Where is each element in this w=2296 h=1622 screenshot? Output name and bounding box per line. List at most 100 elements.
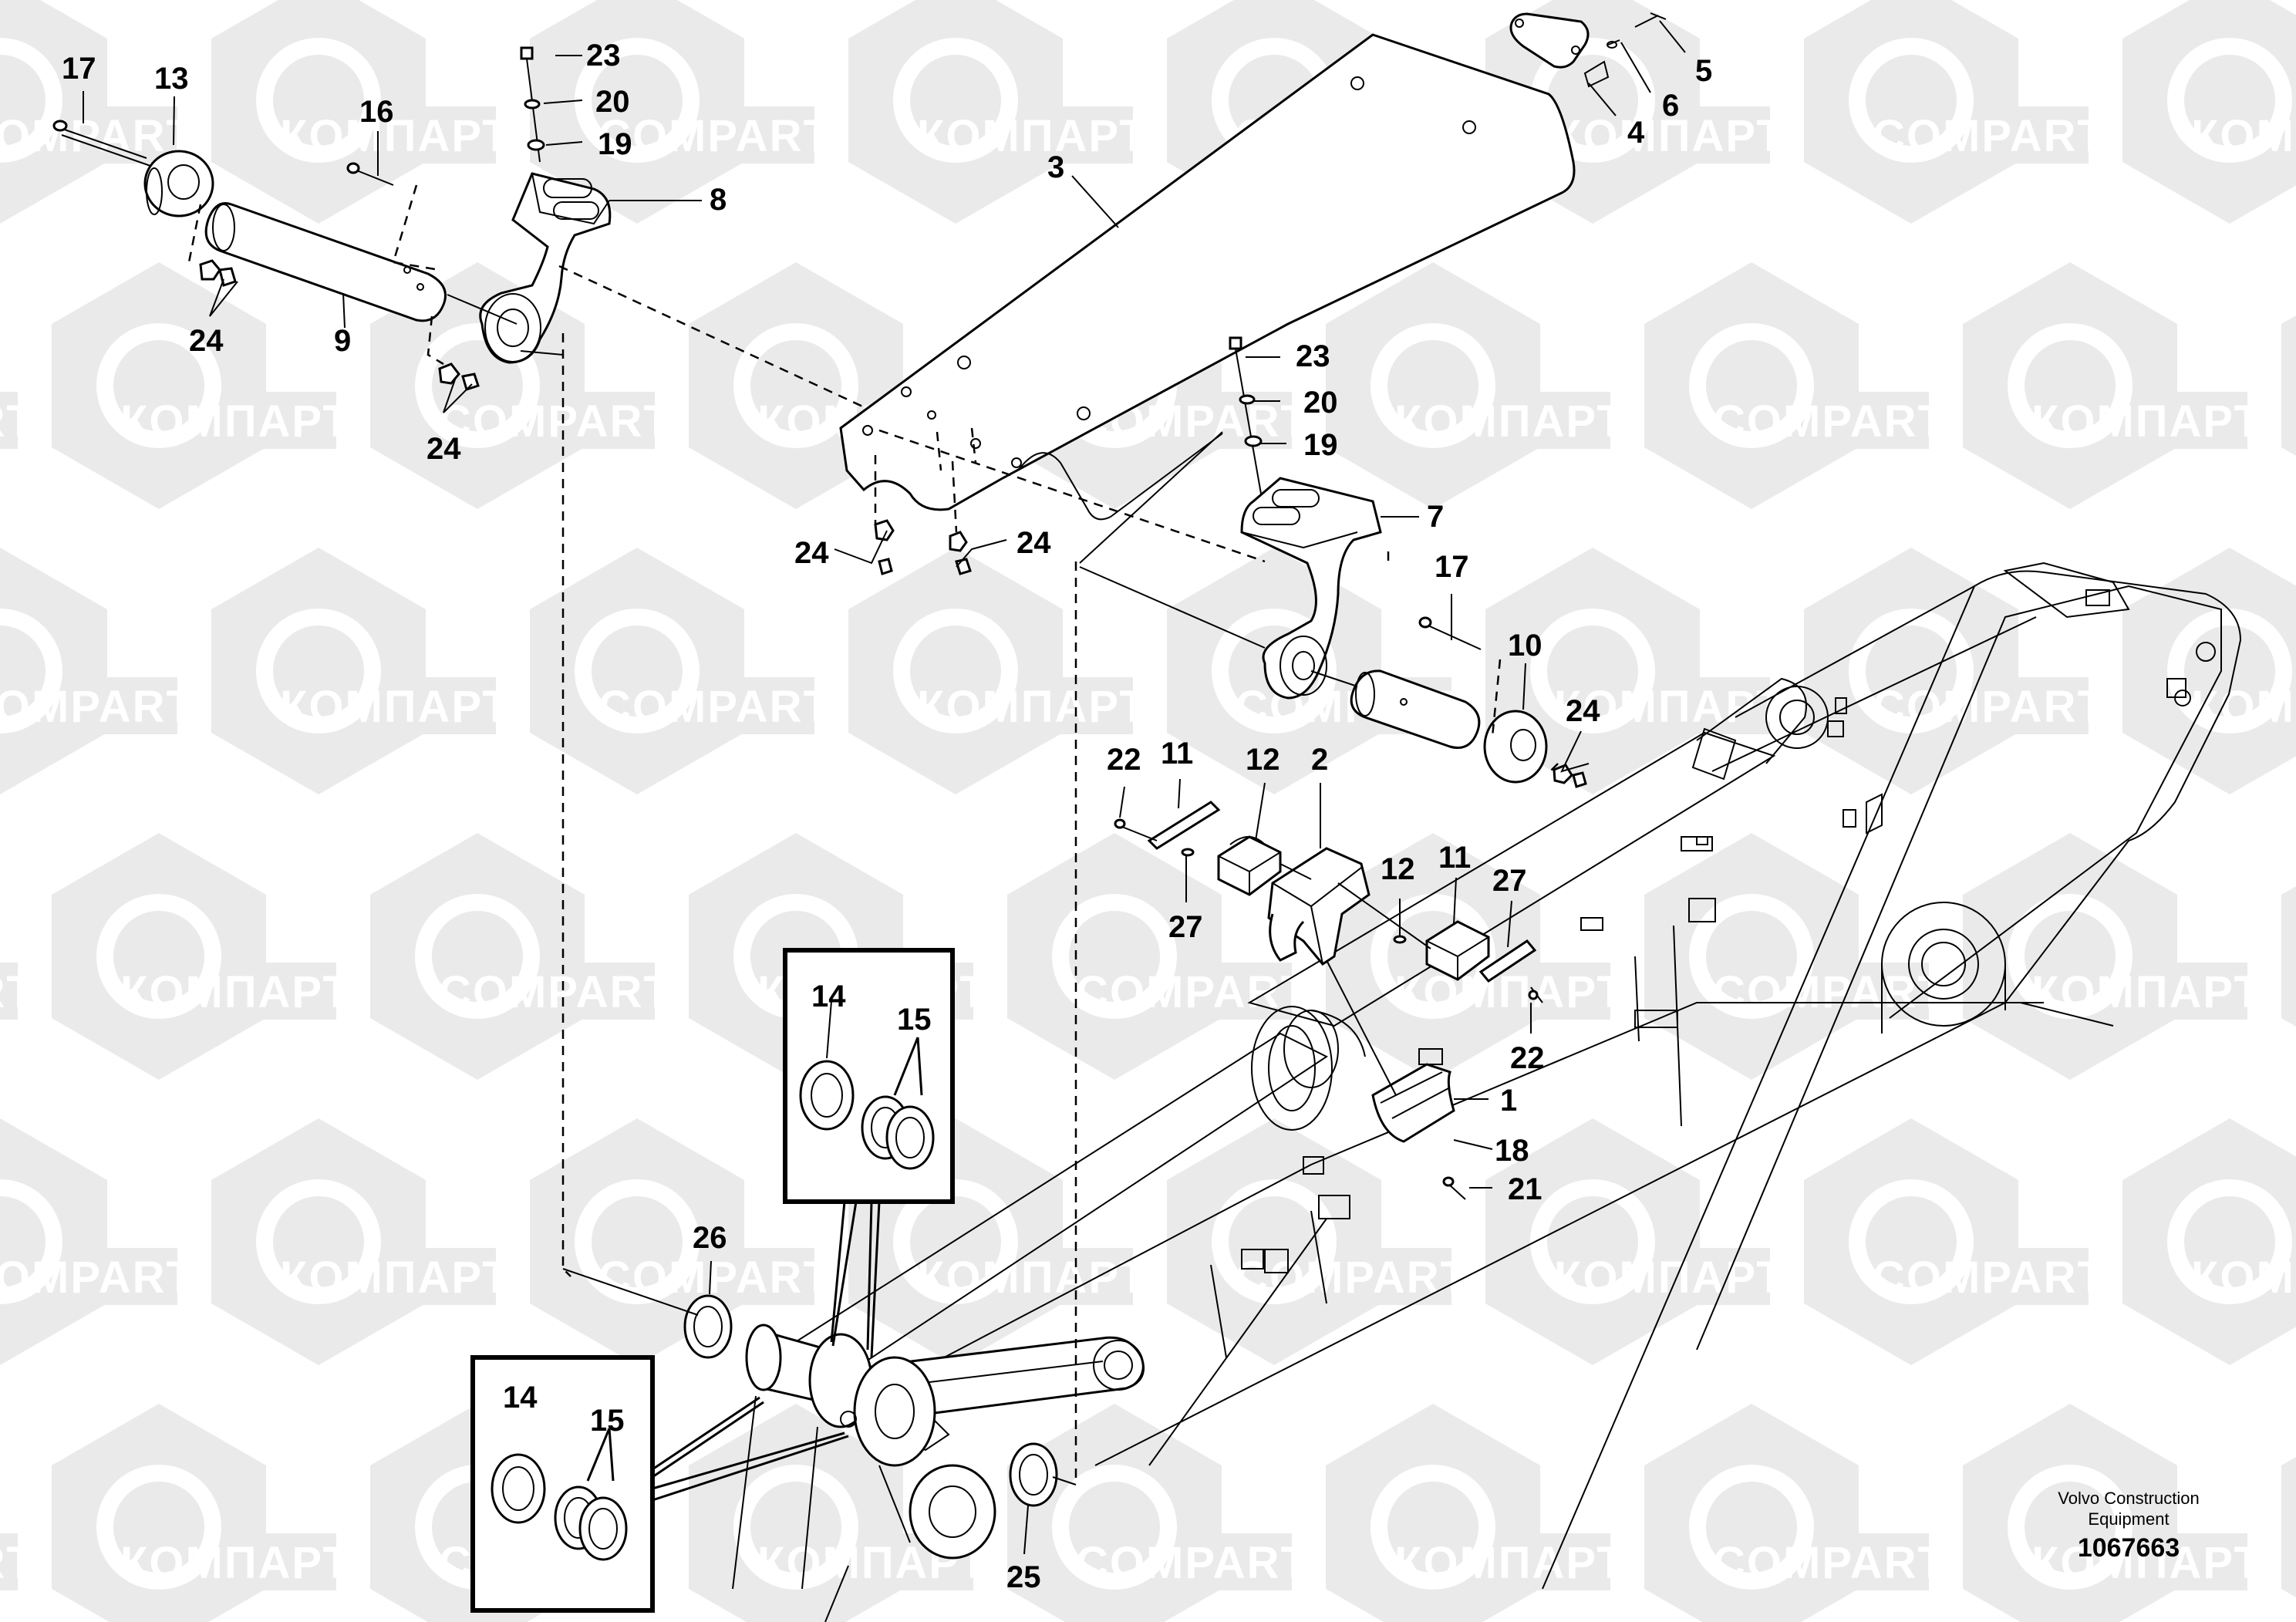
watermark-text: COMPART	[1236, 1253, 1469, 1303]
callout-7: 7	[1427, 500, 1444, 534]
watermark-tile: COMPART	[1804, 548, 2105, 794]
callout-24: 24	[1566, 694, 1600, 728]
watermark-text: COMPART	[439, 967, 673, 1017]
watermark-tile: КОМПАРТ	[1963, 262, 2261, 509]
watermark-text: КОМПАРТ	[280, 1253, 511, 1303]
watermark-text: КОМПАРТ	[1394, 396, 1626, 447]
watermark-text: КОМПАРТ	[2031, 967, 2263, 1017]
watermark-tile: КОМПАРТ	[211, 0, 510, 224]
watermark-tile: КОМПАРТ	[1326, 262, 1626, 509]
callout-11: 11	[1161, 737, 1193, 771]
watermark-tile: COMPART	[1644, 833, 1947, 1080]
bracket-7	[1240, 477, 1382, 700]
callout-15: 15	[897, 1003, 932, 1037]
watermark-text: COMPART	[1076, 967, 1310, 1017]
watermark-text: COMPART	[0, 396, 35, 447]
watermark-tile: КОМПАРТ	[211, 1118, 511, 1365]
watermark-tile: COMPART	[1007, 833, 1310, 1080]
watermark-tile: COMPART	[2281, 1457, 2296, 1597]
watermark-tile: COMPART	[1804, 1118, 2105, 1365]
watermark-text: COMPART	[598, 111, 832, 161]
callout-27: 12	[1381, 852, 1415, 886]
callout-24: 24	[794, 536, 829, 570]
watermark-text: COMPART	[1713, 1538, 1947, 1588]
callout-14: 14	[503, 1381, 538, 1415]
clamp-assembly	[1114, 801, 1543, 1200]
watermark-tile: COMPART	[0, 548, 194, 794]
callout-2: 2	[1311, 743, 1328, 777]
assembly-dashed-lines	[187, 184, 1559, 1485]
callout-12: 12	[1246, 743, 1280, 777]
watermark-text: COMPART	[0, 111, 195, 161]
small-cover-4	[1509, 12, 1667, 88]
watermark-text: КОМПАРТ	[1554, 682, 1785, 732]
watermark-text: КОМПАРТ	[2191, 111, 2296, 161]
watermark-text: КОМПАРТ	[1554, 111, 1785, 161]
watermark-text: COMPART	[598, 1253, 832, 1303]
callout-13: 13	[154, 62, 189, 96]
detail-box-lower	[470, 1355, 655, 1613]
bolt-stack-upper	[520, 46, 545, 163]
callout-8: 8	[710, 183, 727, 217]
watermark-tile: COMPART	[1804, 0, 2106, 224]
callout-4: 4	[1627, 116, 1645, 150]
watermark-text: КОМПАРТ	[120, 967, 352, 1017]
watermark-text: КОМПАРТ	[917, 111, 1148, 161]
callout-26: 26	[693, 1221, 727, 1255]
watermark-text: КОМПАРТ	[1394, 1538, 1626, 1588]
diagram-number: 1067663	[2078, 1533, 2180, 1563]
watermark-tile: КОМПАРТ	[2122, 1118, 2296, 1365]
watermark-text: КОМПАРТ	[1394, 967, 1626, 1017]
callout-23: 23	[1296, 339, 1330, 373]
washer-26	[683, 1294, 733, 1359]
watermark-text: КОМПАРТ	[2031, 1538, 2263, 1588]
watermark-text: КОМПАРТ	[917, 682, 1148, 732]
watermark-tile: COMPART	[0, 963, 34, 1020]
watermark-text: КОМПАРТ	[917, 1253, 1148, 1303]
manufacturer-name: Volvo Construction	[2058, 1489, 2199, 1508]
callout-19: 19	[598, 127, 632, 161]
pin-10	[1350, 616, 1587, 788]
callout-6: 6	[1662, 89, 1679, 123]
washer-25	[1009, 1442, 1058, 1507]
callout-1: 1	[1500, 1084, 1517, 1118]
cover-plate-3	[839, 33, 1576, 521]
callout-9: 9	[334, 324, 351, 358]
callout-20: 20	[1303, 386, 1338, 420]
watermark-tile: COMPART	[0, 1118, 194, 1365]
watermark-tile: КОМПАРТ	[848, 548, 1148, 794]
boom-arm	[732, 561, 2242, 1622]
watermark-tile: КОМПАРТ	[211, 548, 510, 794]
callout-19: 19	[1303, 428, 1338, 462]
watermark-tile: КОМПАРТ	[848, 0, 1148, 224]
callout-5: 5	[1695, 54, 1712, 88]
detail-box-upper	[783, 948, 955, 1204]
watermark-tile: КОМПАРТ	[2122, 0, 2296, 224]
watermark-text: COMPART	[1713, 396, 1947, 447]
watermark-text: КОМПАРТ	[120, 396, 352, 447]
watermark-text: КОМПАРТ	[120, 1538, 352, 1588]
watermark-tile: КОМПАРТ	[689, 1404, 987, 1622]
watermark-text: COMPART	[598, 682, 832, 732]
watermark-text: COMPART	[439, 396, 673, 447]
watermark-text: COMPART	[1873, 111, 2106, 161]
watermark-tile: COMPART	[0, 1533, 34, 1590]
manufacturer-name-line2: Equipment	[2088, 1509, 2169, 1529]
callout-17: 17	[1435, 550, 1469, 584]
watermark-text: COMPART	[1076, 1538, 1310, 1588]
callout-14: 14	[811, 980, 846, 1013]
watermark-tile: КОМПАРТ	[52, 1404, 352, 1622]
callout-15: 15	[590, 1404, 625, 1438]
callout-17: 17	[62, 52, 96, 86]
callout-22: 22	[1107, 743, 1141, 777]
watermark-text: КОМПАРТ	[2191, 1253, 2296, 1303]
leader-lines	[83, 20, 1686, 1555]
watermark-tile: КОМПАРТ	[52, 833, 352, 1080]
watermark-tile: COMPART	[2281, 886, 2296, 1027]
callout-24: 24	[426, 432, 461, 466]
bracket-8	[479, 172, 612, 364]
watermark-text: COMPART	[1713, 967, 1947, 1017]
watermark-tile: COMPART	[2281, 315, 2296, 456]
watermark-tile: COMPART	[1644, 262, 1947, 509]
watermark-tile: COMPART	[530, 0, 832, 224]
